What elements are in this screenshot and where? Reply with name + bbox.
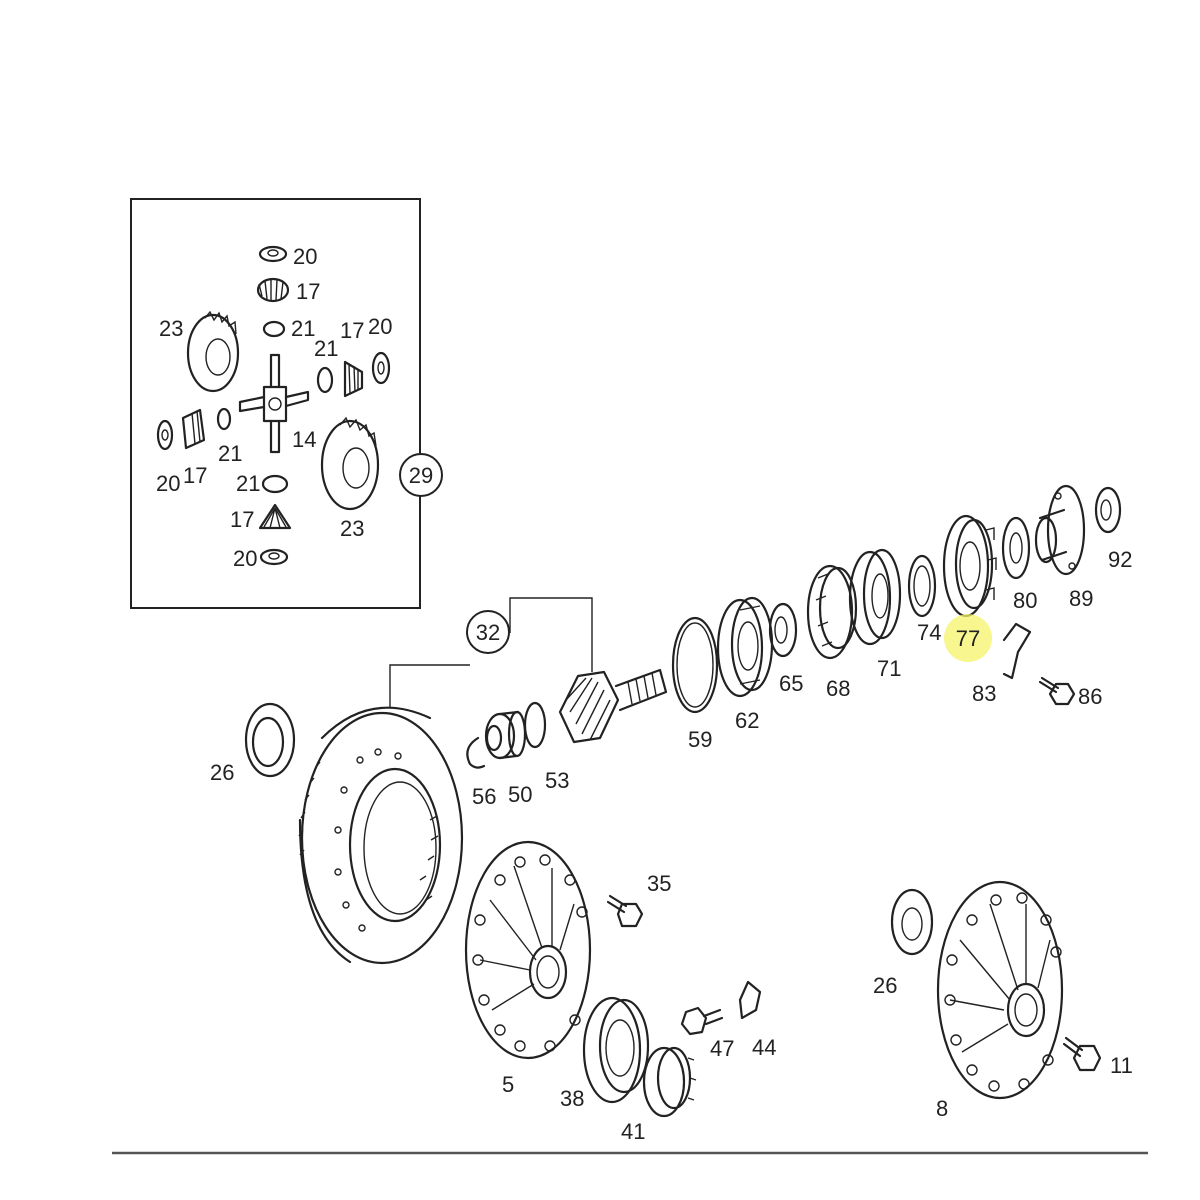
label-62: 62 — [735, 708, 759, 733]
label-21: 21 — [314, 336, 338, 361]
bearing-71 — [848, 548, 902, 646]
spacer-65 — [768, 602, 798, 658]
flange-89 — [1034, 484, 1086, 576]
label-44: 44 — [752, 1035, 776, 1060]
washer-20-left — [156, 419, 174, 451]
spacer-21-right — [316, 366, 334, 394]
pinion-gear-17-top — [256, 277, 290, 303]
label-21: 21 — [291, 316, 315, 341]
label-80: 80 — [1013, 588, 1037, 613]
label-83: 83 — [972, 681, 996, 706]
drive-pinion — [558, 668, 668, 744]
label-86: 86 — [1078, 684, 1102, 709]
ring-74 — [907, 554, 937, 618]
label-23: 23 — [340, 516, 364, 541]
label-89: 89 — [1069, 586, 1093, 611]
nut-92 — [1094, 486, 1122, 534]
washer-20-right — [371, 351, 391, 385]
label-20: 20 — [293, 244, 317, 269]
label-20: 20 — [233, 546, 257, 571]
label-20: 20 — [156, 471, 180, 496]
label-14: 14 — [292, 427, 316, 452]
side-gear-23-bottom — [320, 416, 380, 511]
label-17: 17 — [183, 463, 207, 488]
pinion-gear-17-left — [181, 408, 206, 450]
bolt-47 — [680, 1006, 724, 1036]
label-8: 8 — [936, 1096, 948, 1121]
label-26: 26 — [210, 760, 234, 785]
spacer-21-left — [216, 407, 232, 431]
label-59: 59 — [688, 727, 712, 752]
label-17: 17 — [230, 507, 254, 532]
label-50: 50 — [508, 782, 532, 807]
label-17: 17 — [340, 318, 364, 343]
label-74: 74 — [917, 620, 941, 645]
bearing-38 — [582, 996, 650, 1104]
ring-gear — [298, 706, 464, 965]
washer-20-bottom — [259, 548, 289, 566]
label-71: 71 — [877, 656, 901, 681]
label-11: 11 — [1110, 1053, 1133, 1078]
lock-plate-44 — [738, 980, 762, 1020]
label-5: 5 — [502, 1072, 514, 1097]
label-21: 21 — [236, 471, 260, 496]
label-21: 21 — [218, 441, 242, 466]
label-17: 17 — [296, 279, 320, 304]
label-77: 77 — [956, 626, 980, 651]
spacer-21-bottom — [261, 474, 289, 494]
seal-26-right — [890, 888, 934, 956]
washer-80 — [1001, 516, 1031, 580]
label-47: 47 — [710, 1036, 734, 1061]
lock-plate-83 — [1002, 622, 1032, 680]
shim-59 — [671, 616, 719, 714]
spacer-50 — [484, 710, 527, 760]
slotted-nut-41 — [642, 1046, 697, 1118]
pinion-gear-17-bottom — [258, 503, 292, 530]
label-56: 56 — [472, 784, 496, 809]
callout-circle-29 — [399, 453, 443, 497]
label-92: 92 — [1108, 547, 1132, 572]
label-20: 20 — [368, 314, 392, 339]
label-35: 35 — [647, 871, 671, 896]
label-53: 53 — [545, 768, 569, 793]
label-65: 65 — [779, 671, 803, 696]
bearing-62 — [716, 596, 774, 698]
label-29: 29 — [409, 463, 433, 488]
callout-circle-32 — [466, 610, 510, 654]
inset-frame — [130, 198, 421, 609]
snap-ring-56 — [466, 736, 486, 769]
differential-housing-5 — [464, 840, 592, 1060]
side-gear-23-top — [186, 310, 240, 393]
roller-bearing-68 — [806, 564, 858, 660]
spacer-21-top — [262, 320, 286, 338]
label-68: 68 — [826, 676, 850, 701]
bolt-35 — [606, 894, 644, 928]
bolt-86 — [1038, 676, 1076, 706]
slotted-nut-77 — [942, 514, 997, 618]
label-23: 23 — [159, 316, 183, 341]
pinion-gear-17-right — [343, 360, 364, 398]
bolt-11 — [1062, 1036, 1102, 1072]
cross-shaft-14 — [238, 353, 310, 454]
washer-20-top — [258, 245, 288, 263]
highlight-marker-77 — [944, 614, 992, 662]
differential-housing-8 — [936, 880, 1064, 1100]
label-38: 38 — [560, 1086, 584, 1111]
label-32: 32 — [476, 620, 500, 645]
seal-26-left — [244, 702, 296, 778]
label-26: 26 — [873, 973, 897, 998]
label-41: 41 — [621, 1119, 645, 1144]
o-ring-53 — [523, 701, 547, 749]
